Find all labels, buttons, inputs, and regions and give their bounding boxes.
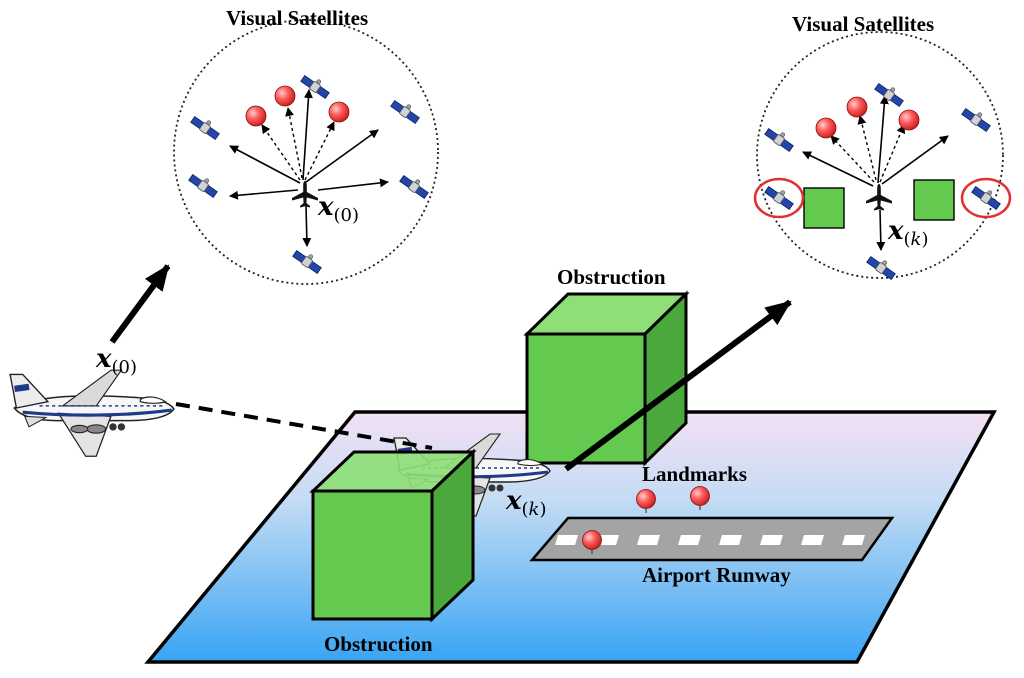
obstruction-block-left <box>803 187 845 229</box>
landmark-pin-icon <box>328 101 350 123</box>
airport-runway <box>529 516 895 562</box>
arrow-to-current-view <box>564 299 792 472</box>
blocked-satellite-marker <box>753 177 805 219</box>
airplane-icon <box>8 368 176 458</box>
current-satellite-view <box>753 31 1012 281</box>
obstruction-block-right <box>913 179 955 221</box>
landmark-pin-icon <box>846 96 868 118</box>
state-current-label-plane: x(k) <box>506 486 547 520</box>
obstruction-top-label: Obstruction <box>557 265 666 289</box>
landmarks-label: Landmarks <box>642 462 748 486</box>
blocked-satellite-marker <box>960 177 1012 219</box>
landmark-pin-icon <box>274 85 296 107</box>
obstruction-bottom-label: Obstruction <box>324 632 433 656</box>
left-satellites-title: Visual Satellites <box>226 6 369 30</box>
landmark-pin-icon <box>898 109 920 131</box>
landmark-pin-icon <box>815 117 837 139</box>
right-satellites-title: Visual Satellites <box>792 12 935 36</box>
landmark-pin-icon <box>245 105 267 127</box>
airport-runway-label: Airport Runway <box>642 563 791 587</box>
state-initial-label-view: x(0) <box>318 192 360 226</box>
obstruction-cube-front <box>309 448 477 623</box>
state-current-label-view: x(k) <box>888 216 929 250</box>
flight-path <box>175 402 433 450</box>
initial-satellite-view <box>173 19 439 285</box>
state-initial-label-plane: x(0) <box>96 344 138 378</box>
arrow-to-initial-view <box>109 264 171 344</box>
